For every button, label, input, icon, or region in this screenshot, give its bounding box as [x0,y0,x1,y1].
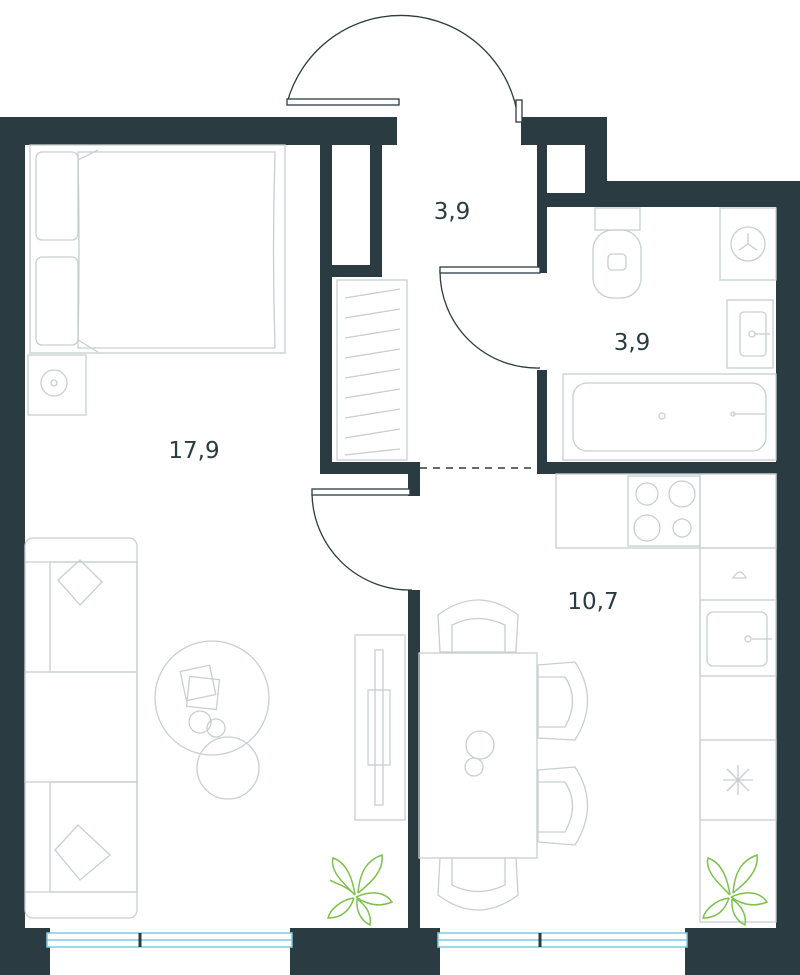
wall-bath-left-bottom [537,370,547,474]
fridge-icon [699,739,777,821]
walls [0,117,800,975]
entrance-door-leaf [286,98,400,106]
wall-top-left [0,117,397,145]
bed-icon [29,144,286,354]
wall-bottom-left [0,928,50,975]
nightstand-icon [27,354,87,416]
wall-bottom-right [685,928,800,975]
entrance-door-jamb [515,99,523,123]
windows [46,932,688,948]
entrance-door-swing [286,14,519,119]
wall-bottom-mid [290,928,440,975]
wall-closet-bottom [320,462,420,474]
vestibule-area-label: 3,9 [434,199,471,225]
tv-stand-icon [354,634,406,821]
toilet-icon [592,207,642,299]
wall-left [0,117,25,975]
wall-bath-left-top [537,200,547,273]
sink-icon-bath [726,299,774,369]
shaft-bottom [537,193,597,207]
kitchen-area-label: 10,7 [567,589,618,615]
plant-icon-living [327,853,394,927]
coffee-table-icon [154,640,270,800]
wardrobe [336,279,408,461]
plant-icon-kitchen [702,853,769,927]
living-area-label: 17,9 [168,438,219,464]
wall-closet-shelf [320,265,382,277]
wall-step [585,117,607,197]
bathroom-area-label: 3,9 [614,330,651,356]
doors [286,14,541,591]
living-door-swing [311,493,413,591]
wall-bath-bottom [537,462,780,474]
wall-stub [408,462,420,496]
sofa-icon [24,537,138,919]
chair-icon [437,599,589,911]
bathroom-door-leaf [439,266,541,274]
stove-icon [627,475,701,547]
dining-table-icon [418,652,538,859]
kitchen-counter [555,473,777,923]
wall-partition [408,590,420,930]
living-door-leaf [311,488,411,496]
wall-top-right [585,181,800,207]
wall-closet-left [320,143,332,473]
bathtub-icon [562,373,777,461]
washing-machine-icon [719,207,777,281]
kitchen-sink-icon [699,571,777,677]
shaft-wall [537,143,547,208]
wall-right [776,181,800,975]
bathroom-door-swing [439,269,541,369]
wall-closet-right [370,143,382,273]
